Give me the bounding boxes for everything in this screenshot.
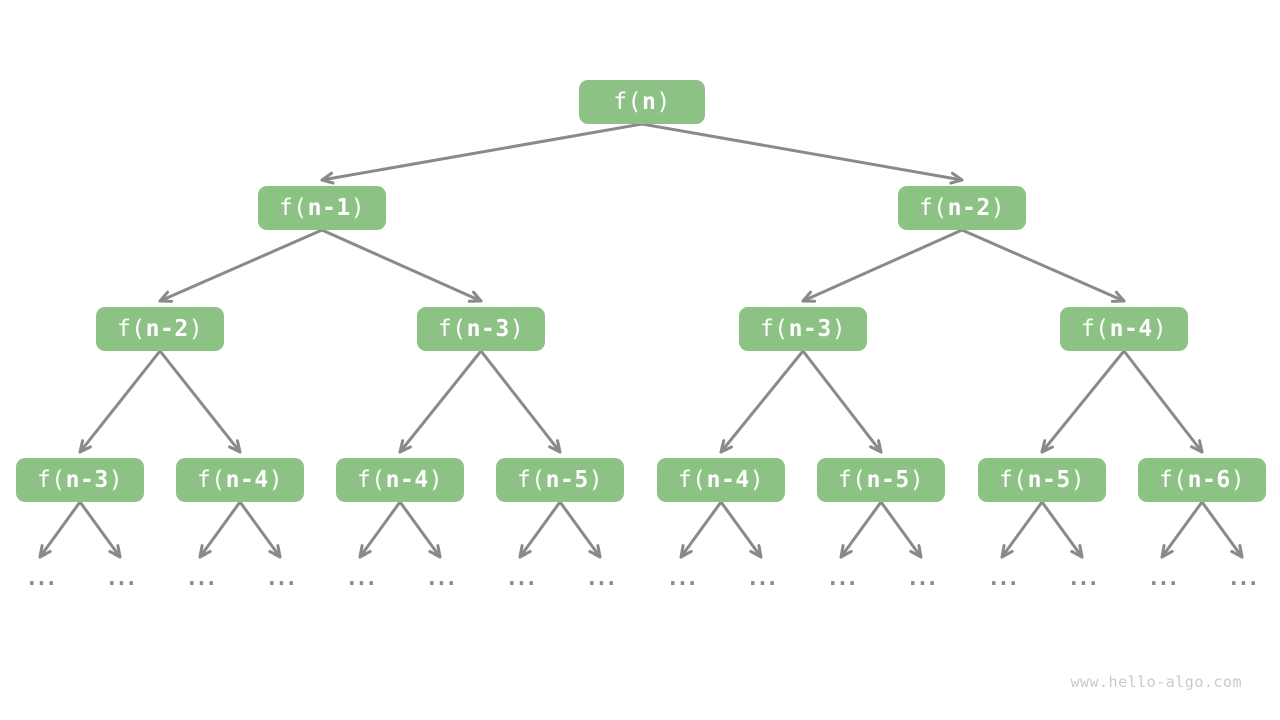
ellipsis-leaf: ... xyxy=(265,566,298,590)
edge-arrow xyxy=(1000,500,1044,559)
edge-arrow xyxy=(518,500,562,559)
edge-arrow xyxy=(719,349,805,454)
ellipsis-leaf: ... xyxy=(666,566,699,590)
edge-arrow xyxy=(1160,500,1204,559)
ellipsis-leaf: ... xyxy=(987,566,1020,590)
tree-node-0-0: f(n) xyxy=(579,80,705,124)
edge-arrow xyxy=(1040,500,1084,559)
tree-node-3-0: f(n-3) xyxy=(16,458,144,502)
edge-arrow xyxy=(1200,500,1244,559)
ellipsis-leaf: ... xyxy=(185,566,218,590)
ellipsis-leaf: ... xyxy=(906,566,939,590)
tree-node-1-0: f(n-1) xyxy=(258,186,386,230)
ellipsis-leaf: ... xyxy=(585,566,618,590)
edge-arrow xyxy=(78,349,162,454)
edge-arrow xyxy=(558,500,602,559)
tree-node-2-2: f(n-3) xyxy=(739,307,867,351)
ellipsis-leaf: ... xyxy=(105,566,138,590)
edge-arrow xyxy=(479,349,562,454)
edge-arrow xyxy=(78,500,122,559)
edge-arrow xyxy=(398,349,483,454)
edge-arrow xyxy=(719,500,763,559)
ellipsis-leaf: ... xyxy=(826,566,859,590)
ellipsis-leaf: ... xyxy=(345,566,378,590)
edge-arrow xyxy=(358,500,402,559)
edge-arrow xyxy=(1040,349,1126,454)
edge-arrow xyxy=(158,349,242,454)
tree-node-2-3: f(n-4) xyxy=(1060,307,1188,351)
edge-arrow xyxy=(238,500,282,559)
ellipsis-leaf: ... xyxy=(505,566,538,590)
tree-node-3-1: f(n-4) xyxy=(176,458,304,502)
edge-arrow xyxy=(839,500,883,559)
edge-arrow xyxy=(960,228,1126,303)
edge-arrow xyxy=(320,122,644,185)
tree-node-3-3: f(n-5) xyxy=(496,458,624,502)
edge-arrow xyxy=(320,228,483,303)
edge-arrow xyxy=(198,500,242,559)
tree-node-3-4: f(n-4) xyxy=(657,458,785,502)
tree-node-3-2: f(n-4) xyxy=(336,458,464,502)
ellipsis-leaf: ... xyxy=(1147,566,1180,590)
edge-arrow xyxy=(801,349,883,454)
edge-arrow xyxy=(158,228,324,303)
edge-arrow xyxy=(38,500,82,559)
ellipsis-leaf: ... xyxy=(1227,566,1260,590)
edge-arrow xyxy=(679,500,723,559)
tree-node-2-1: f(n-3) xyxy=(417,307,545,351)
tree-node-1-1: f(n-2) xyxy=(898,186,1026,230)
edge-arrow xyxy=(879,500,923,559)
edge-arrow xyxy=(801,228,964,303)
ellipsis-leaf: ... xyxy=(25,566,58,590)
edge-arrow xyxy=(1122,349,1204,454)
tree-node-3-7: f(n-6) xyxy=(1138,458,1266,502)
ellipsis-leaf: ... xyxy=(746,566,779,590)
ellipsis-leaf: ... xyxy=(425,566,458,590)
tree-node-3-6: f(n-5) xyxy=(978,458,1106,502)
watermark: www.hello-algo.com xyxy=(1070,673,1242,691)
tree-node-2-0: f(n-2) xyxy=(96,307,224,351)
ellipsis-leaf: ... xyxy=(1067,566,1100,590)
edge-arrow xyxy=(640,122,964,185)
edge-arrow xyxy=(398,500,442,559)
tree-node-3-5: f(n-5) xyxy=(817,458,945,502)
